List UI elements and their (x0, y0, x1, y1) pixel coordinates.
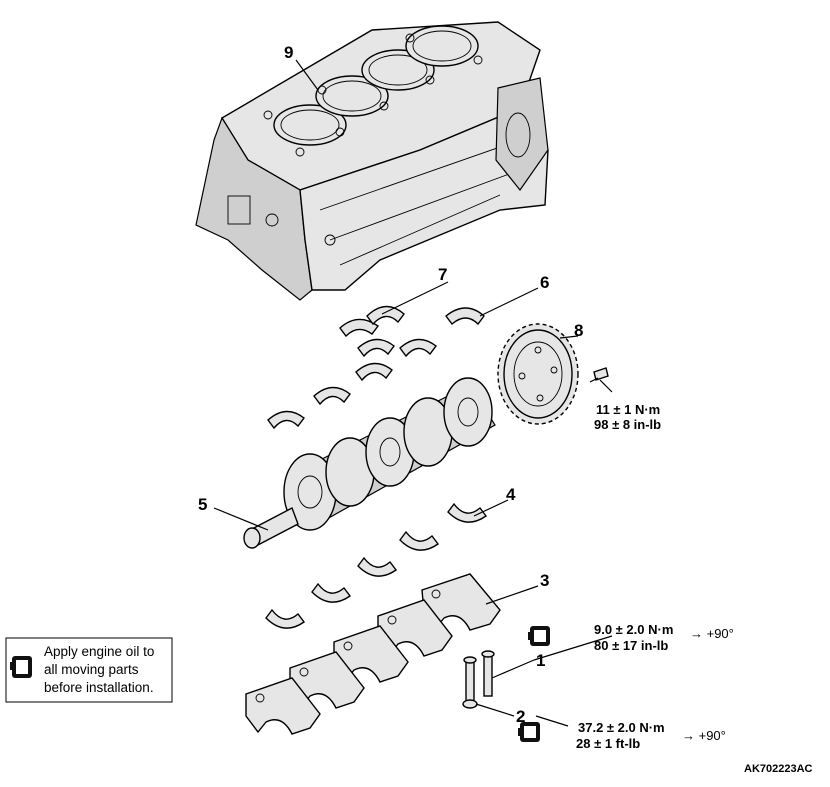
legend-text-line: before installation. (44, 680, 154, 695)
main-bearing-caps (245, 573, 501, 735)
figure-code: AK702223AC (744, 763, 813, 775)
callout-8: 8 (574, 321, 583, 340)
callout-5: 5 (198, 495, 207, 514)
oil-can-icon (528, 626, 550, 646)
torque-spec-cap-bolt-2: 37.2 ± 2.0 N·m 28 ± 1 ft-lb → +90° (518, 720, 726, 751)
callout-2: 2 (516, 707, 525, 726)
torque-line1: 9.0 ± 2.0 N·m (594, 622, 673, 637)
crankshaft (243, 377, 496, 549)
torque-angle: → +90° (690, 626, 734, 641)
lower-main-bearings (265, 502, 487, 629)
legend-text-line: Apply engine oil to (44, 644, 154, 659)
callout-1: 1 (536, 651, 545, 670)
callout-9: 9 (284, 43, 293, 62)
torque-line1: 37.2 ± 2.0 N·m (578, 720, 665, 735)
torque-line2: 28 ± 1 ft-lb (576, 736, 640, 751)
leader-lines (213, 59, 613, 727)
legend-box: Apply engine oil to all moving parts bef… (5, 637, 173, 703)
oil-can-icon (10, 656, 32, 678)
torque-line2: 98 ± 8 in-lb (594, 417, 661, 432)
torque-angle: → +90° (682, 728, 726, 743)
callout-3: 3 (540, 571, 549, 590)
torque-line2: 80 ± 17 in-lb (594, 638, 668, 653)
crank-sensing-ring (497, 323, 579, 425)
sensing-ring-bolt (589, 367, 609, 383)
torque-spec-sensing-ring-bolt: 11 ± 1 N·m 98 ± 8 in-lb (594, 402, 661, 432)
cylinder-block (195, 21, 549, 301)
oil-can-icon (518, 722, 540, 742)
callout-6: 6 (540, 273, 549, 292)
callout-7: 7 (438, 265, 447, 284)
callout-4: 4 (506, 485, 516, 504)
bearing-cap-bolts (462, 650, 495, 709)
torque-line1: 11 ± 1 N·m (596, 402, 660, 417)
upper-main-bearings (267, 305, 485, 430)
torque-spec-cap-bolt-1: 9.0 ± 2.0 N·m 80 ± 17 in-lb → +90° (528, 622, 734, 653)
legend-text-line: all moving parts (44, 662, 139, 677)
